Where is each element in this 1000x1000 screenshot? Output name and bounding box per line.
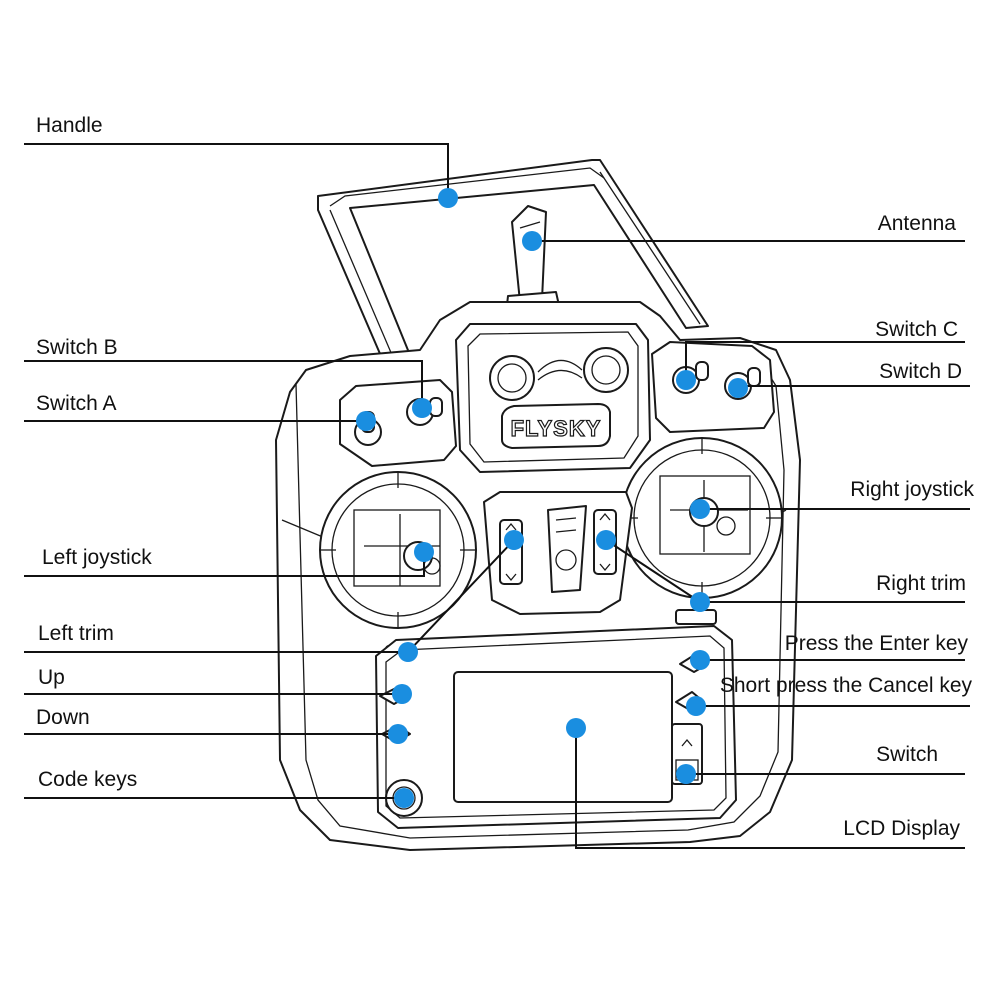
- label-up: Up: [38, 666, 65, 689]
- label-switch-c: Switch C: [875, 318, 958, 341]
- marker-enter-key: [690, 650, 710, 670]
- marker-switch: [676, 764, 696, 784]
- callout-lines: [24, 143, 970, 849]
- marker-switch-c: [676, 370, 696, 390]
- label-cancel-key: Short press the Cancel key: [720, 674, 973, 697]
- marker-antenna: [522, 231, 542, 251]
- leader-lcd-display: [575, 728, 965, 849]
- label-switch: Switch: [876, 743, 938, 766]
- callout-labels: Handle Antenna Switch B Switch C Switch …: [36, 114, 975, 840]
- lower-panel: [375, 625, 737, 829]
- marker-right-trim-center: [596, 530, 616, 550]
- marker-down: [388, 724, 408, 744]
- label-handle: Handle: [36, 114, 103, 137]
- label-code-keys: Code keys: [38, 768, 137, 791]
- marker-switch-b: [412, 398, 432, 418]
- handle-bar: [317, 159, 709, 364]
- marker-up: [392, 684, 412, 704]
- callout-markers: [356, 188, 748, 808]
- marker-right-joystick: [690, 499, 710, 519]
- label-switch-a: Switch A: [36, 392, 117, 415]
- brand-logo: FLYSKY: [511, 416, 602, 441]
- label-down: Down: [36, 706, 90, 729]
- marker-left-trim: [398, 642, 418, 662]
- label-switch-b: Switch B: [36, 336, 118, 359]
- antenna-shape: [505, 205, 561, 315]
- marker-left-joystick: [414, 542, 434, 562]
- label-right-trim: Right trim: [876, 572, 966, 595]
- label-switch-d: Switch D: [879, 360, 962, 383]
- label-antenna: Antenna: [878, 212, 957, 235]
- leader-switch-c: [685, 341, 965, 380]
- marker-switch-a: [356, 411, 376, 431]
- marker-handle: [438, 188, 458, 208]
- top-center-panel: FLYSKY: [455, 323, 651, 473]
- leader-switch-b: [24, 360, 423, 408]
- marker-cancel-key: [686, 696, 706, 716]
- marker-right-trim: [690, 592, 710, 612]
- leader-handle: [24, 143, 449, 198]
- marker-left-trim-center: [504, 530, 524, 550]
- marker-lcd-display: [566, 718, 586, 738]
- marker-switch-d: [728, 378, 748, 398]
- label-left-trim: Left trim: [38, 622, 114, 645]
- label-right-joystick: Right joystick: [850, 478, 974, 501]
- label-lcd-display: LCD Display: [843, 817, 960, 840]
- center-trim-area: [483, 491, 633, 615]
- marker-code-keys: [394, 788, 414, 808]
- label-left-joystick: Left joystick: [42, 546, 152, 569]
- label-enter-key: Press the Enter key: [785, 632, 969, 655]
- transmitter-illustration: FLYSKY: [275, 159, 801, 851]
